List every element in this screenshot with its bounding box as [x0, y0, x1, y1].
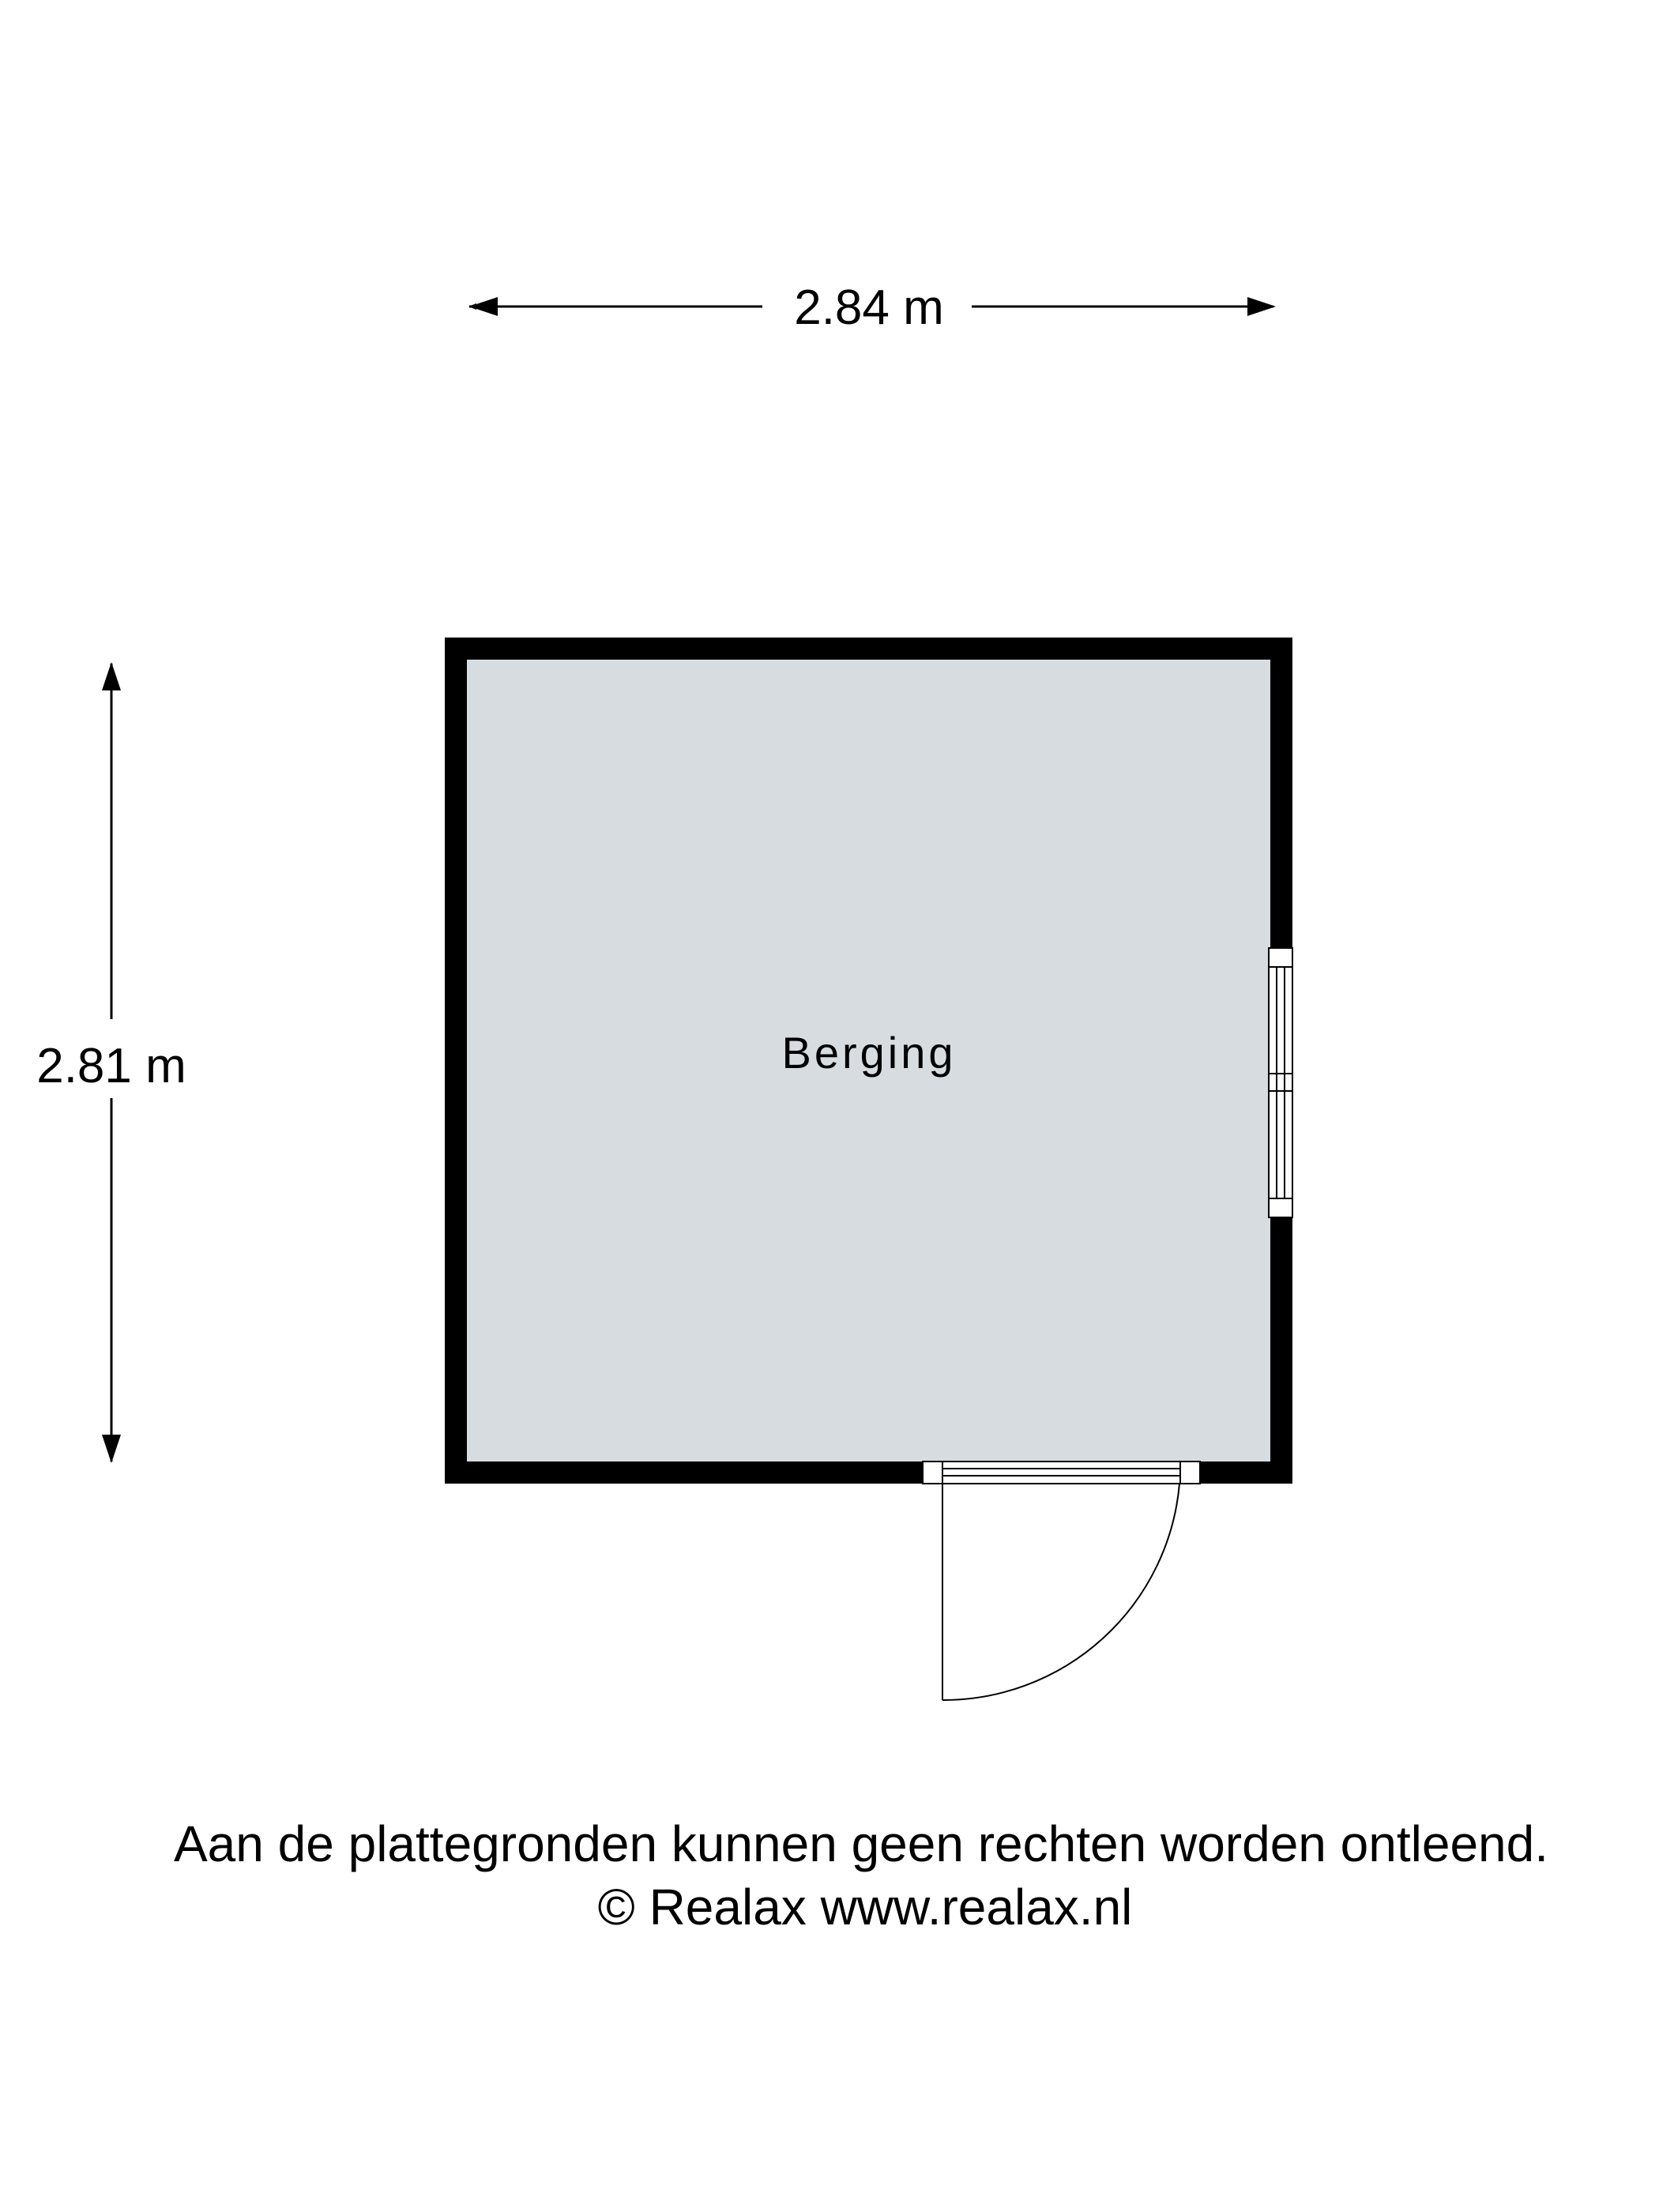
height-dimension: 2.81 m [36, 662, 186, 1463]
room-berging: Berging [445, 638, 1292, 1484]
room-floor [467, 660, 1270, 1462]
door [922, 1461, 1201, 1702]
door-swing-arc [942, 1483, 1180, 1702]
arrow-head-up-icon [102, 662, 121, 690]
width-label: 2.84 m [794, 280, 944, 335]
window [1268, 947, 1293, 1218]
room-label: Berging [781, 1028, 956, 1078]
disclaimer-text: Aan de plattegronden kunnen geen rechten… [174, 1815, 1548, 1872]
width-dimension: 2.84 m [468, 280, 1276, 335]
height-label: 2.81 m [36, 1039, 186, 1093]
arrow-head-right-icon [1247, 297, 1276, 316]
copyright-text: © Realax www.realax.nl [598, 1879, 1133, 1936]
arrow-head-left-icon [469, 297, 498, 316]
arrow-head-down-icon [102, 1435, 121, 1463]
